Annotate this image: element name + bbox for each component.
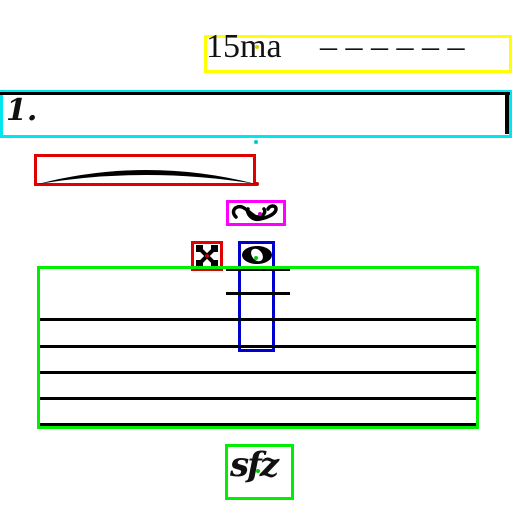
- volta-bracket-hook: [505, 92, 509, 134]
- ottava-marking: 15ma – – – – – –: [206, 30, 465, 64]
- volta-anchor-dot: [254, 140, 258, 144]
- slur-anchor-dot: [255, 182, 259, 186]
- volta-bracket-line: [0, 92, 510, 95]
- ottava-box: [204, 35, 512, 73]
- accidental-box: [191, 241, 223, 271]
- turn-anchor-dot: [258, 212, 262, 216]
- note-box: [238, 241, 275, 352]
- turn-icon: [231, 204, 278, 222]
- turn-box: [226, 200, 286, 226]
- slur-icon: [38, 170, 256, 184]
- dynamic-anchor-dot: [256, 469, 260, 473]
- ottava-dashes: – – – – – –: [320, 28, 465, 65]
- volta-box: [0, 90, 512, 138]
- whole-note-icon: [242, 246, 272, 264]
- ledger-line-1: [226, 268, 290, 271]
- ledger-line-2: [226, 292, 290, 295]
- ottava-anchor-dot: [255, 45, 259, 49]
- staff-line-1: [40, 318, 476, 321]
- volta-number: 1.: [6, 93, 38, 128]
- slur-box: [34, 154, 256, 186]
- ottava-label: 15ma: [206, 28, 282, 65]
- accidental-anchor-dot: [205, 254, 209, 258]
- staff-line-3: [40, 371, 476, 374]
- note-anchor-dot: [254, 256, 258, 260]
- staff-line-4: [40, 397, 476, 400]
- staff-line-5: [40, 423, 476, 426]
- dynamic-marking: sfz: [230, 445, 279, 485]
- dynamic-box: [225, 444, 294, 500]
- staff-box: [37, 266, 479, 429]
- staff-line-2: [40, 345, 476, 348]
